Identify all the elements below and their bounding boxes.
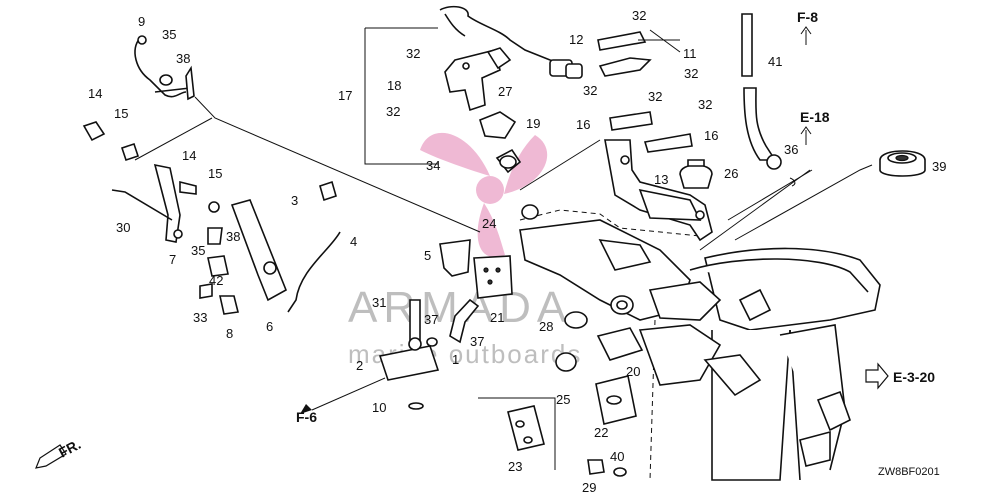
callout-35a: 35 <box>162 27 176 42</box>
callout-4: 4 <box>350 234 357 249</box>
callout-24: 24 <box>482 216 496 231</box>
callout-14a: 14 <box>88 86 102 101</box>
propeller-logo <box>420 132 548 258</box>
relay-bracket-drawing <box>597 31 713 242</box>
callout-21: 21 <box>490 310 504 325</box>
callout-17: 17 <box>338 88 352 103</box>
callout-37a: 37 <box>424 312 438 327</box>
callout-27: 27 <box>498 84 512 99</box>
callout-11: 11 <box>683 46 697 61</box>
callout-35b: 35 <box>191 243 205 258</box>
ref-f8: F-8 <box>797 9 818 25</box>
oil-case-drawing <box>519 209 881 481</box>
callout-10: 10 <box>372 400 386 415</box>
callout-16a: 16 <box>576 117 590 132</box>
callout-32d: 32 <box>583 83 597 98</box>
leader-lines <box>134 27 873 470</box>
callout-32a: 32 <box>632 8 646 23</box>
callout-29: 29 <box>582 480 596 495</box>
grommet-drawing <box>679 150 926 189</box>
callout-23: 23 <box>508 459 522 474</box>
callout-6: 6 <box>266 319 273 334</box>
callout-32f: 32 <box>698 97 712 112</box>
callout-38b: 38 <box>226 229 240 244</box>
e3-20-arrow <box>865 362 889 390</box>
callout-33: 33 <box>193 310 207 325</box>
reference-arrows <box>35 26 889 469</box>
drawing-code: ZW8BF0201 <box>878 466 940 478</box>
e18-arrow <box>800 126 812 145</box>
callout-32g: 32 <box>386 104 400 119</box>
callout-39: 39 <box>932 159 946 174</box>
callout-26: 26 <box>724 166 738 181</box>
callout-9: 9 <box>138 14 145 29</box>
callout-16b: 16 <box>704 128 718 143</box>
callout-2: 2 <box>356 358 363 373</box>
callout-32b: 32 <box>406 46 420 61</box>
callout-19: 19 <box>526 116 540 131</box>
callout-32e: 32 <box>648 89 662 104</box>
ref-e3-20: E-3-20 <box>893 369 935 385</box>
callout-42: 42 <box>209 273 223 288</box>
callout-28: 28 <box>539 319 553 334</box>
callout-1: 1 <box>452 352 459 367</box>
callout-7: 7 <box>169 252 176 267</box>
callout-36: 36 <box>784 142 798 157</box>
ref-e18: E-18 <box>800 109 830 125</box>
callout-22: 22 <box>594 425 608 440</box>
center-parts-drawing <box>378 204 644 477</box>
callout-3: 3 <box>291 193 298 208</box>
hose-drawing <box>741 13 796 187</box>
linkage-drawing <box>82 35 341 315</box>
callout-18: 18 <box>387 78 401 93</box>
callout-13: 13 <box>654 172 668 187</box>
callout-41: 41 <box>768 54 782 69</box>
harness-bracket-drawing <box>439 5 583 174</box>
callout-15a: 15 <box>114 106 128 121</box>
callout-20: 20 <box>626 364 640 379</box>
callout-32c: 32 <box>684 66 698 81</box>
callout-40: 40 <box>610 449 624 464</box>
ref-f6: F-6 <box>296 409 317 425</box>
labels: F-8 E-18 E-3-20 F-6 FR. ZW8BF0201 1 2 3 … <box>56 8 947 495</box>
callout-25: 25 <box>556 392 570 407</box>
callout-37b: 37 <box>470 334 484 349</box>
callout-15b: 15 <box>208 166 222 181</box>
callout-5: 5 <box>424 248 431 263</box>
callout-31: 31 <box>372 295 386 310</box>
callout-12: 12 <box>569 32 583 47</box>
callout-30: 30 <box>116 220 130 235</box>
callout-38a: 38 <box>176 51 190 66</box>
f8-arrow <box>800 26 812 45</box>
fr-arrow <box>35 444 67 469</box>
callout-14b: 14 <box>182 148 196 163</box>
f6-arrow <box>300 404 312 414</box>
callout-8: 8 <box>226 326 233 341</box>
callout-34: 34 <box>426 158 440 173</box>
